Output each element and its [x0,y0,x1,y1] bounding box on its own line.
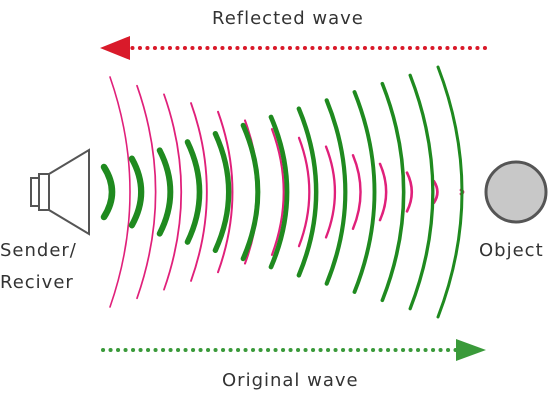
reflected-arc [351,154,362,230]
original-arc [436,65,464,319]
original-arc [296,106,319,278]
reflected-arc [405,171,414,213]
original-arc [100,163,116,221]
reflected-arc [217,110,234,274]
reflected-arc [378,162,388,222]
original-wave-arcs [100,65,464,319]
original-arc [184,139,203,245]
original-wave-arrow [101,339,486,361]
reflected-arc [324,145,337,239]
reflected-arc [163,93,183,291]
object-label: Object [479,240,544,261]
original-arc [128,155,145,229]
original-arc [408,73,435,311]
reflected-arc [270,128,285,256]
reflected-arc [297,136,311,248]
original-arc [268,114,290,270]
original-wave-label: Original wave [222,370,359,391]
object-sphere [484,160,548,224]
sender-label-line2: Reciver [0,272,74,293]
reflected-arc [109,76,131,308]
original-arc [380,81,406,303]
reflected-arrowhead [100,36,130,60]
reflected-wave-label: Reflected wave [212,8,364,29]
original-arc [352,90,377,294]
reflected-arc [432,179,439,205]
original-arc [240,122,261,262]
original-arc [212,131,232,253]
original-arc [324,98,348,286]
reflected-arc [190,102,208,282]
reflected-wave-arrow [100,36,487,60]
speaker-icon [30,148,90,236]
sender-label: Sender/ [0,240,77,261]
reflected-arc [136,84,157,300]
original-arc [156,147,174,237]
original-arrowhead [456,339,486,361]
